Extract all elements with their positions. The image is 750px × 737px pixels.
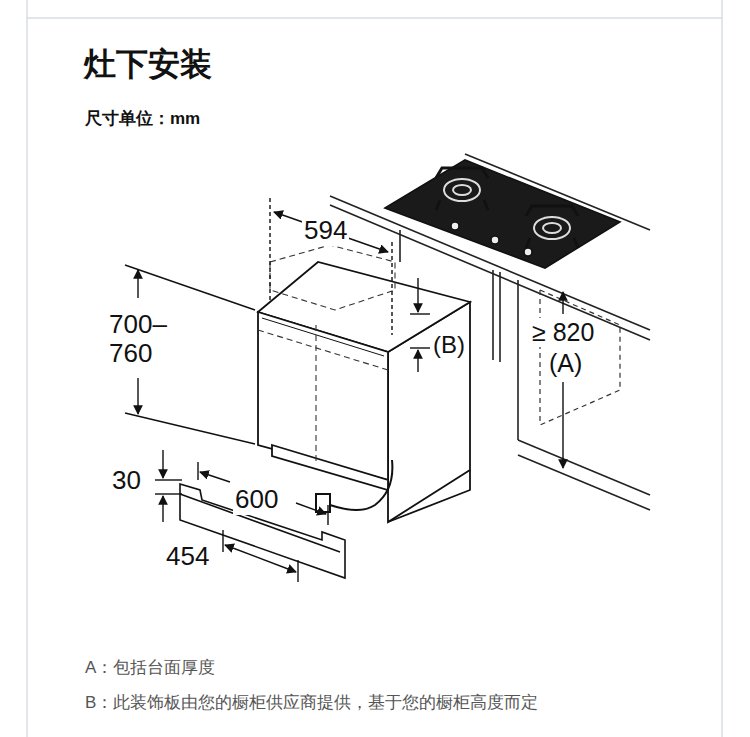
- dimension-label: 594: [302, 216, 349, 246]
- footnote: A：包括台面厚度: [85, 658, 215, 678]
- gas-hob: [385, 160, 620, 268]
- callout-label: (A): [547, 349, 584, 378]
- callout-label: (B): [431, 331, 467, 359]
- dishwasher: [258, 262, 470, 522]
- dimension-label: ≥ 820: [530, 318, 596, 347]
- unit-note: 尺寸单位：mm: [85, 109, 200, 129]
- page-frame: [27, 0, 722, 737]
- hose: [316, 460, 392, 512]
- dimension-label: 600: [233, 485, 280, 515]
- dimension-label: 454: [164, 542, 211, 572]
- dimension-label: 30: [110, 466, 143, 496]
- page-title: 灶下安装: [84, 46, 212, 83]
- footnote: B：此装饰板由您的橱柜供应商提供，基于您的橱柜高度而定: [85, 693, 538, 713]
- cabinet-hidden-lines: [540, 290, 620, 425]
- dishwasher-hidden-lines: [258, 245, 395, 465]
- dimension-label: 700– 760: [107, 310, 169, 368]
- dimension-lines: [125, 198, 563, 582]
